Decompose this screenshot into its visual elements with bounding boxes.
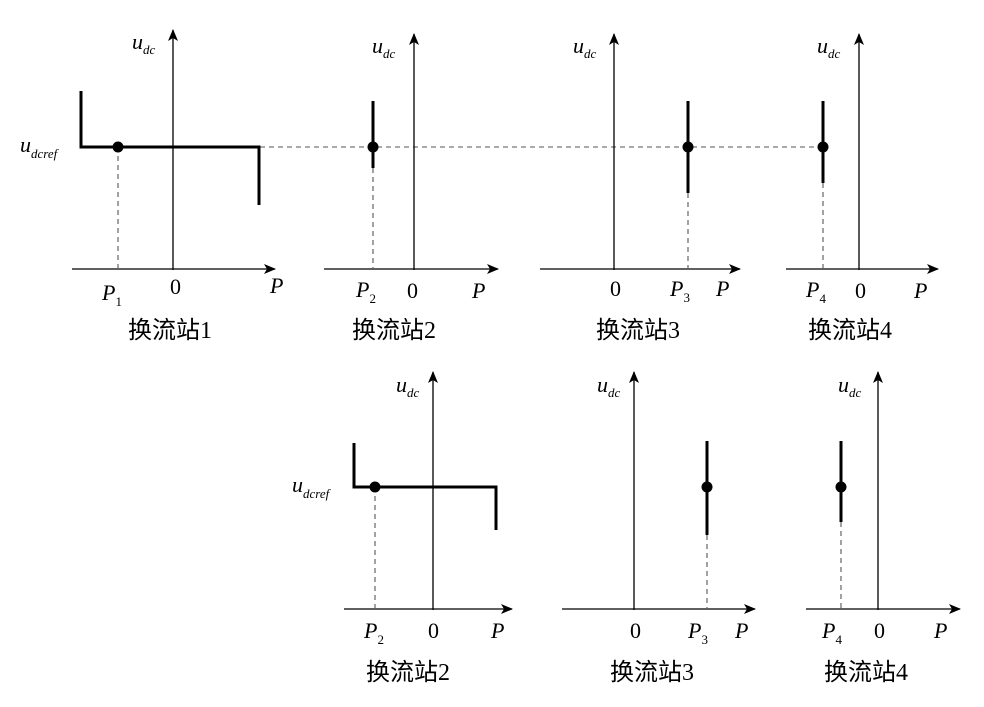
- station-caption: 换流站2: [352, 317, 436, 344]
- x-axis-label: P: [913, 278, 927, 303]
- x-axis-label: P: [715, 276, 729, 301]
- top-panel-station-2: udc P2 0 P 换流站2: [324, 33, 499, 344]
- top-panel-station-1: udc udcref P1 0 P 换流站1: [20, 29, 283, 344]
- x-axis-label: P: [471, 278, 485, 303]
- top-panel-station-4: udc P4 0 P 换流站4: [786, 33, 939, 344]
- station-caption: 换流站4: [824, 659, 908, 686]
- y-axis-label: udc: [396, 372, 420, 400]
- x-axis-label: P: [734, 618, 748, 643]
- y-axis-label: udc: [132, 29, 156, 57]
- power-label: P3: [669, 276, 690, 305]
- bottom-panel-station-3: udc 0 P3 P 换流站3: [562, 371, 756, 686]
- power-label: P4: [805, 277, 826, 306]
- y-axis-label: udc: [817, 33, 841, 61]
- origin-label: 0: [170, 274, 181, 299]
- x-axis-label: P: [269, 273, 283, 298]
- origin-label: 0: [630, 618, 641, 643]
- y-axis-label: udc: [372, 33, 396, 61]
- station-caption: 换流站3: [596, 317, 680, 344]
- operating-point: [682, 141, 694, 153]
- origin-label: 0: [874, 618, 885, 643]
- origin-label: 0: [855, 278, 866, 303]
- operating-point: [112, 141, 124, 153]
- station-caption: 换流站4: [808, 317, 892, 344]
- operating-point: [367, 141, 379, 153]
- x-axis-label: P: [933, 618, 947, 643]
- station-caption: 换流站1: [128, 317, 212, 344]
- reference-voltage-label: udcref: [20, 132, 60, 161]
- origin-label: 0: [428, 618, 439, 643]
- power-label: P3: [687, 618, 708, 647]
- origin-label: 0: [610, 276, 621, 301]
- station-caption: 换流站2: [366, 659, 450, 686]
- power-label: P4: [821, 618, 842, 647]
- power-label: P2: [363, 618, 384, 647]
- droop-characteristic: [79, 91, 261, 205]
- top-panel-station-3: udc 0 P3 P 换流站3: [540, 33, 741, 344]
- reference-voltage-label: udcref: [292, 472, 332, 501]
- origin-label: 0: [407, 278, 418, 303]
- bottom-panel-station-2: udc udcref P2 0 P 换流站2: [292, 371, 513, 686]
- operating-point: [817, 141, 829, 153]
- bottom-panel-station-4: udc P4 0 P 换流站4: [806, 371, 961, 686]
- x-axis-label: P: [490, 618, 504, 643]
- power-label: P1: [101, 280, 122, 309]
- droop-characteristic: [352, 443, 498, 530]
- operating-point: [369, 481, 381, 493]
- power-label: P2: [355, 277, 376, 306]
- operating-point: [701, 481, 713, 493]
- station-caption: 换流站3: [610, 659, 694, 686]
- operating-point: [835, 481, 847, 493]
- y-axis-label: udc: [597, 372, 621, 400]
- y-axis-label: udc: [838, 372, 862, 400]
- y-axis-label: udc: [573, 33, 597, 61]
